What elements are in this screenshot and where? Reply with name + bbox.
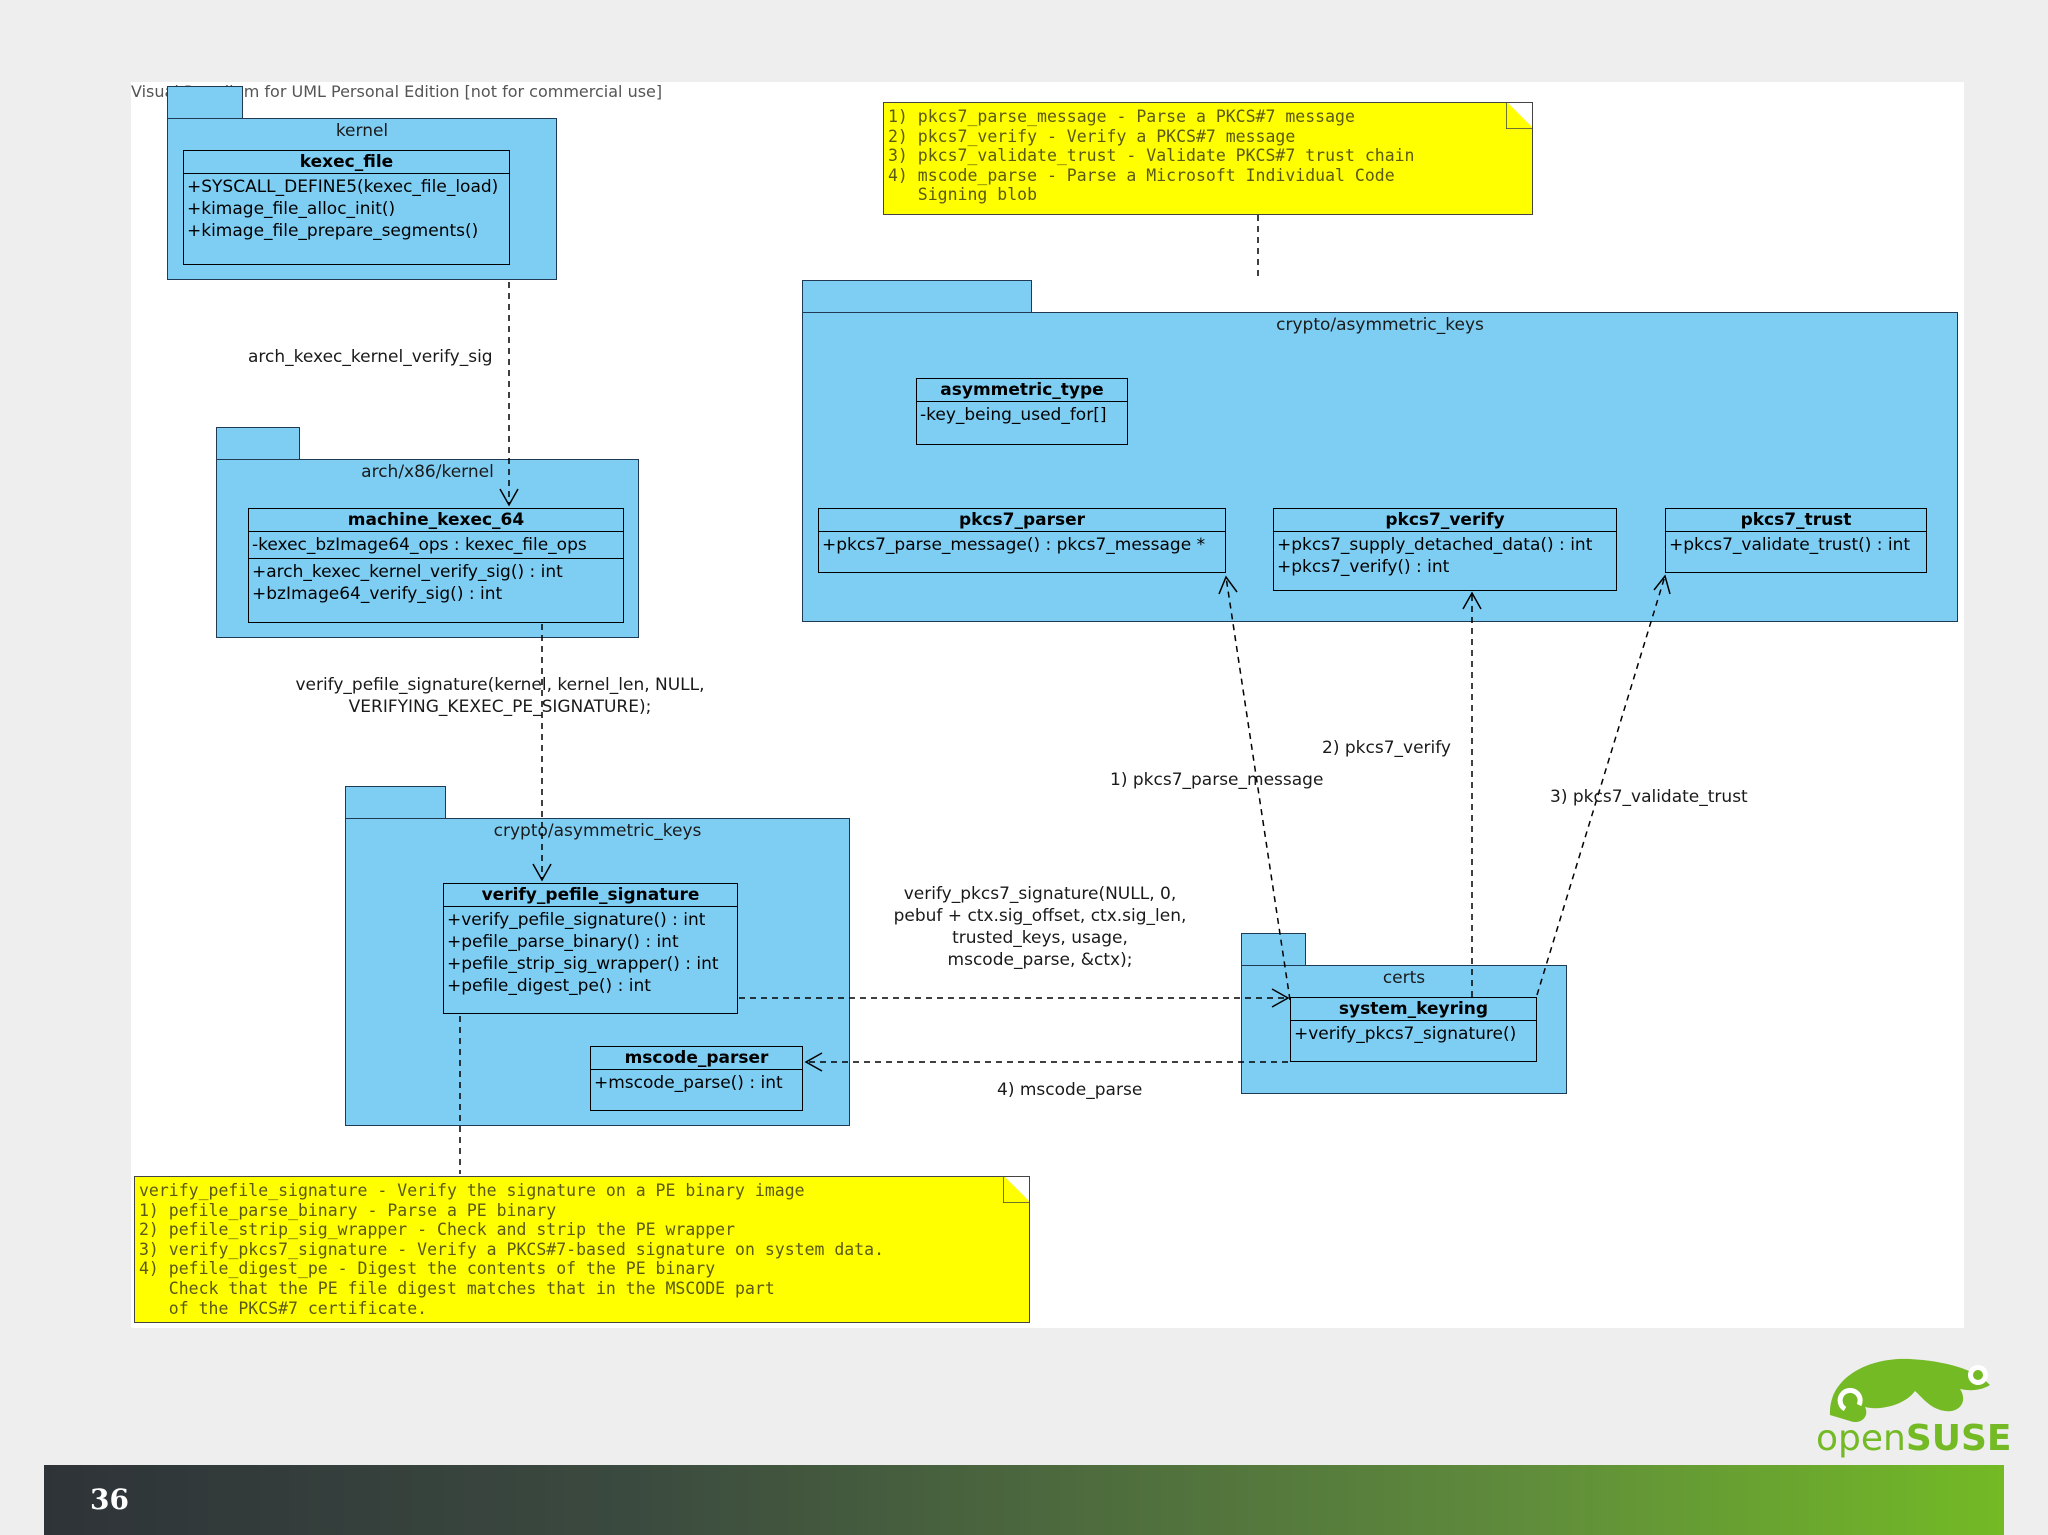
class-name: verify_pefile_signature [444, 884, 737, 907]
edge-label-line: VERIFYING_KEXEC_PE_SIGNATURE); [348, 697, 652, 717]
note-line: 2) pefile_strip_sig_wrapper - Check and … [139, 1220, 736, 1240]
class-name: kexec_file [184, 151, 509, 174]
class-verify-pefile-signature: verify_pefile_signature +verify_pefile_s… [443, 883, 738, 1014]
arrowhead [1271, 988, 1290, 1008]
attribute: -key_being_used_for[] [920, 405, 1107, 425]
note-line: verify_pefile_signature - Verify the sig… [139, 1181, 805, 1200]
arrowhead [499, 488, 519, 507]
note-line: Check that the PE file digest matches th… [139, 1278, 775, 1298]
operations-section: +SYSCALL_DEFINE5(kexec_file_load) +kimag… [184, 174, 509, 244]
note-line: 2) pkcs7_verify - Verify a PKCS#7 messag… [888, 126, 1296, 146]
operation: +verify_pkcs7_signature() [1294, 1024, 1517, 1044]
operation: +pkcs7_supply_detached_data() : int [1277, 535, 1593, 555]
class-mscode-parser: mscode_parser +mscode_parse() : int [590, 1046, 803, 1111]
dependency-keyring-to-trust [1536, 575, 1666, 996]
operation: +pefile_strip_sig_wrapper() : int [447, 954, 719, 974]
edge-label-pkcs7-verify: 2) pkcs7_verify [1322, 738, 1451, 758]
class-name: mscode_parser [591, 1047, 802, 1070]
opensuse-wordmark: openSUSE [1816, 1418, 2012, 1459]
operation: +pkcs7_verify() : int [1277, 557, 1450, 577]
operation: +pefile_digest_pe() : int [447, 976, 651, 996]
edge-label-line: mscode_parse, &ctx); [947, 950, 1133, 970]
operation: +verify_pefile_signature() : int [447, 910, 706, 930]
class-system-keyring: system_keyring +verify_pkcs7_signature() [1290, 997, 1537, 1062]
class-kexec-file: kexec_file +SYSCALL_DEFINE5(kexec_file_l… [183, 150, 510, 265]
note-pkcs7-functions: 1) pkcs7_parse_message - Parse a PKCS#7 … [883, 102, 1533, 215]
operations-section: +arch_kexec_kernel_verify_sig() : int +b… [249, 558, 623, 607]
edge-label-verify-pkcs7: verify_pkcs7_signature(NULL, 0, pebuf + … [860, 883, 1220, 971]
package-name: crypto/asymmetric_keys [493, 821, 702, 841]
operations-section: +verify_pefile_signature() : int +pefile… [444, 907, 737, 999]
edge-label-line: trusted_keys, usage, [952, 928, 1128, 948]
dependency-keyring-to-parser [1225, 576, 1291, 1001]
edge-label-line: verify_pefile_signature(kernel, kernel_l… [295, 675, 705, 695]
package-name: certs [1382, 968, 1426, 988]
class-name: pkcs7_parser [819, 509, 1225, 532]
note-line: of the PKCS#7 certificate. [139, 1298, 428, 1318]
operation: +pefile_parse_binary() : int [447, 932, 679, 952]
class-name: pkcs7_verify [1274, 509, 1616, 532]
class-pkcs7-trust: pkcs7_trust +pkcs7_validate_trust() : in… [1665, 508, 1927, 573]
note-line: 3) verify_pkcs7_signature - Verify a PKC… [139, 1239, 885, 1259]
package-name: arch/x86/kernel [361, 462, 494, 482]
package-name: crypto/asymmetric_keys [1276, 315, 1484, 335]
note-line: 1) pefile_parse_binary - Parse a PE bina… [139, 1200, 557, 1220]
edge-label-mscode-parse: 4) mscode_parse [997, 1080, 1143, 1100]
arrowhead [804, 1052, 823, 1072]
class-asymmetric-type: asymmetric_type -key_being_used_for[] [916, 378, 1128, 445]
note-line: 3) pkcs7_validate_trust - Validate PKCS#… [888, 146, 1415, 166]
opensuse-chameleon-icon [1829, 1358, 1990, 1423]
logo-text-bold: SUSE [1905, 1418, 2012, 1459]
operation: +pkcs7_validate_trust() : int [1669, 535, 1911, 555]
operation: +SYSCALL_DEFINE5(kexec_file_load) [187, 177, 499, 197]
operation: +bzImage64_verify_sig() : int [252, 584, 503, 604]
note-fold-icon [1506, 103, 1532, 129]
note-line: 1) pkcs7_parse_message - Parse a PKCS#7 … [888, 107, 1355, 126]
operations-section: +verify_pkcs7_signature() [1291, 1021, 1536, 1047]
arrowhead [1218, 575, 1238, 595]
note-line: 4) pefile_digest_pe - Digest the content… [139, 1259, 716, 1279]
arrowhead [1462, 591, 1482, 610]
operation: +mscode_parse() : int [594, 1073, 783, 1093]
class-pkcs7-parser: pkcs7_parser +pkcs7_parse_message() : pk… [818, 508, 1226, 573]
footer-bar [44, 1465, 2004, 1535]
attributes-section: -kexec_bzImage64_ops : kexec_file_ops [249, 532, 623, 558]
operation: +arch_kexec_kernel_verify_sig() : int [252, 562, 563, 582]
note-pefile-functions: verify_pefile_signature - Verify the sig… [134, 1176, 1030, 1323]
operation: +pkcs7_parse_message() : pkcs7_message * [822, 535, 1206, 555]
operations-section: +pkcs7_parse_message() : pkcs7_message * [819, 532, 1225, 558]
class-name: system_keyring [1291, 998, 1536, 1021]
note-line: 4) mscode_parse - Parse a Microsoft Indi… [888, 165, 1395, 185]
class-pkcs7-verify: pkcs7_verify +pkcs7_supply_detached_data… [1273, 508, 1617, 591]
edge-label-validate-trust: 3) pkcs7_validate_trust [1550, 787, 1748, 807]
operations-section: +pkcs7_validate_trust() : int [1666, 532, 1926, 558]
class-machine-kexec-64: machine_kexec_64 -kexec_bzImage64_ops : … [248, 508, 624, 623]
operations-section: +mscode_parse() : int [591, 1070, 802, 1096]
edge-label-verify-pefile: verify_pefile_signature(kernel, kernel_l… [270, 674, 730, 718]
slide-number: 36 [90, 1483, 129, 1516]
package-name: kernel [335, 121, 389, 141]
logo-text-light: open [1816, 1418, 1906, 1459]
operation: +kimage_file_prepare_segments() [187, 221, 479, 241]
operation: +kimage_file_alloc_init() [187, 199, 396, 219]
edge-label-line: verify_pkcs7_signature(NULL, 0, [903, 884, 1177, 904]
class-name: machine_kexec_64 [249, 509, 623, 532]
attribute: -kexec_bzImage64_ops : kexec_file_ops [252, 535, 587, 555]
class-name: asymmetric_type [917, 379, 1127, 402]
edge-label-parse-message: 1) pkcs7_parse_message [1110, 770, 1324, 790]
note-line: Signing blob [888, 185, 1038, 205]
arrowhead [1653, 574, 1671, 595]
class-name: pkcs7_trust [1666, 509, 1926, 532]
note-fold-icon [1003, 1177, 1029, 1203]
arrowhead [532, 863, 552, 882]
watermark: Visual Paradigm for UML Personal Edition… [131, 82, 663, 101]
attributes-section: -key_being_used_for[] [917, 402, 1127, 428]
package-tab-certs [1241, 933, 1306, 967]
edge-label-arch-verify: arch_kexec_kernel_verify_sig [248, 347, 493, 367]
edge-label-line: pebuf + ctx.sig_offset, ctx.sig_len, [893, 906, 1187, 926]
operations-section: +pkcs7_supply_detached_data() : int +pkc… [1274, 532, 1616, 580]
